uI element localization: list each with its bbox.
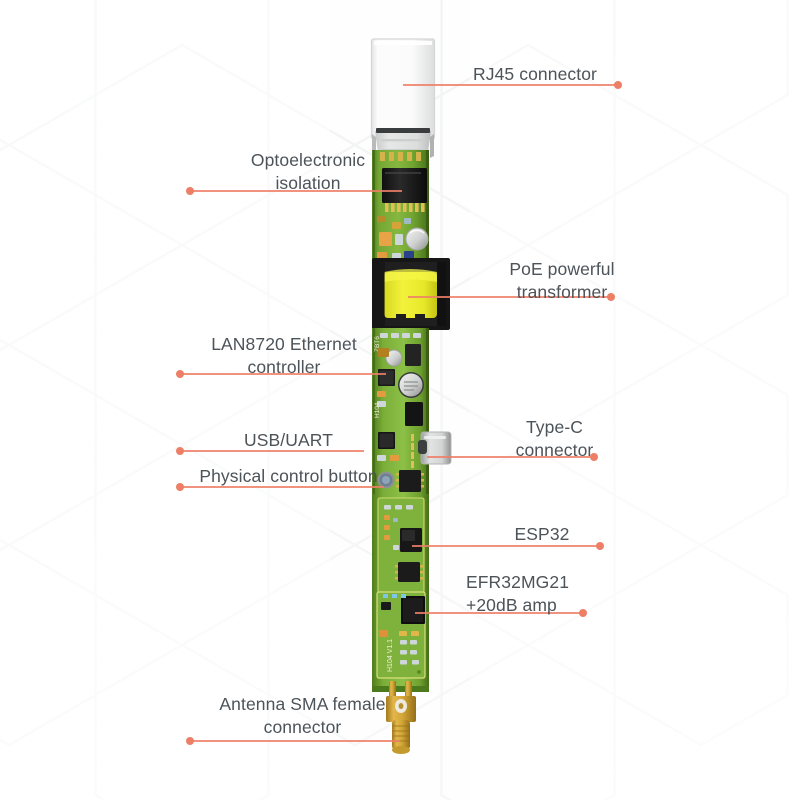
callout-sma-dot [186, 737, 194, 745]
callout-rj45-dot [614, 81, 622, 89]
callout-lan8720-label-line2: controller [247, 357, 321, 377]
esp32-module [384, 505, 423, 582]
callout-typec-label-line2: connector [515, 440, 594, 460]
callout-typec-label-line1: Type-C [525, 417, 583, 437]
rj45-jack-group [370, 38, 436, 162]
callout-button-dot [176, 483, 184, 491]
callout-opto-label-line1: Optoelectronic [250, 150, 366, 170]
callout-sma-label-line2: connector [263, 717, 342, 737]
callout-lan8720-label-line1: LAN8720 Ethernet [211, 334, 357, 354]
callout-poe-label-line1: PoE powerful [509, 259, 615, 279]
callout-efr32-label-line2: +20dB amp [466, 595, 557, 615]
callout-efr32-label-line1: EFR32MG21 [466, 572, 570, 592]
callout-usbuart-label: USB/UART [244, 430, 333, 450]
upper-passives [377, 216, 429, 259]
poe-transformer [372, 258, 450, 330]
silkscreen-h104-v11: H104 V1.1 [387, 639, 394, 672]
callout-typec-dot [590, 453, 598, 461]
callout-poe-dot [607, 293, 615, 301]
callout-rj45-label: RJ45 connector [473, 64, 597, 84]
callout-usbuart-dot [176, 447, 184, 455]
callout-esp32-dot [596, 542, 604, 550]
callout-button-label: Physical control button [199, 466, 378, 486]
callout-lan8720-dot [176, 370, 184, 378]
callout-opto-dot [186, 187, 194, 195]
callout-sma-leader [190, 740, 400, 742]
callout-efr32-dot [579, 609, 587, 617]
callout-sma-label-line1: Antenna SMA female [219, 694, 386, 714]
callout-poe-label-line2: transformer [516, 282, 608, 302]
silkscreen-h104: H104 [374, 402, 381, 418]
efr32-module: H104 V1.1 [379, 594, 425, 674]
callout-opto-label-line2: isolation [275, 173, 341, 193]
